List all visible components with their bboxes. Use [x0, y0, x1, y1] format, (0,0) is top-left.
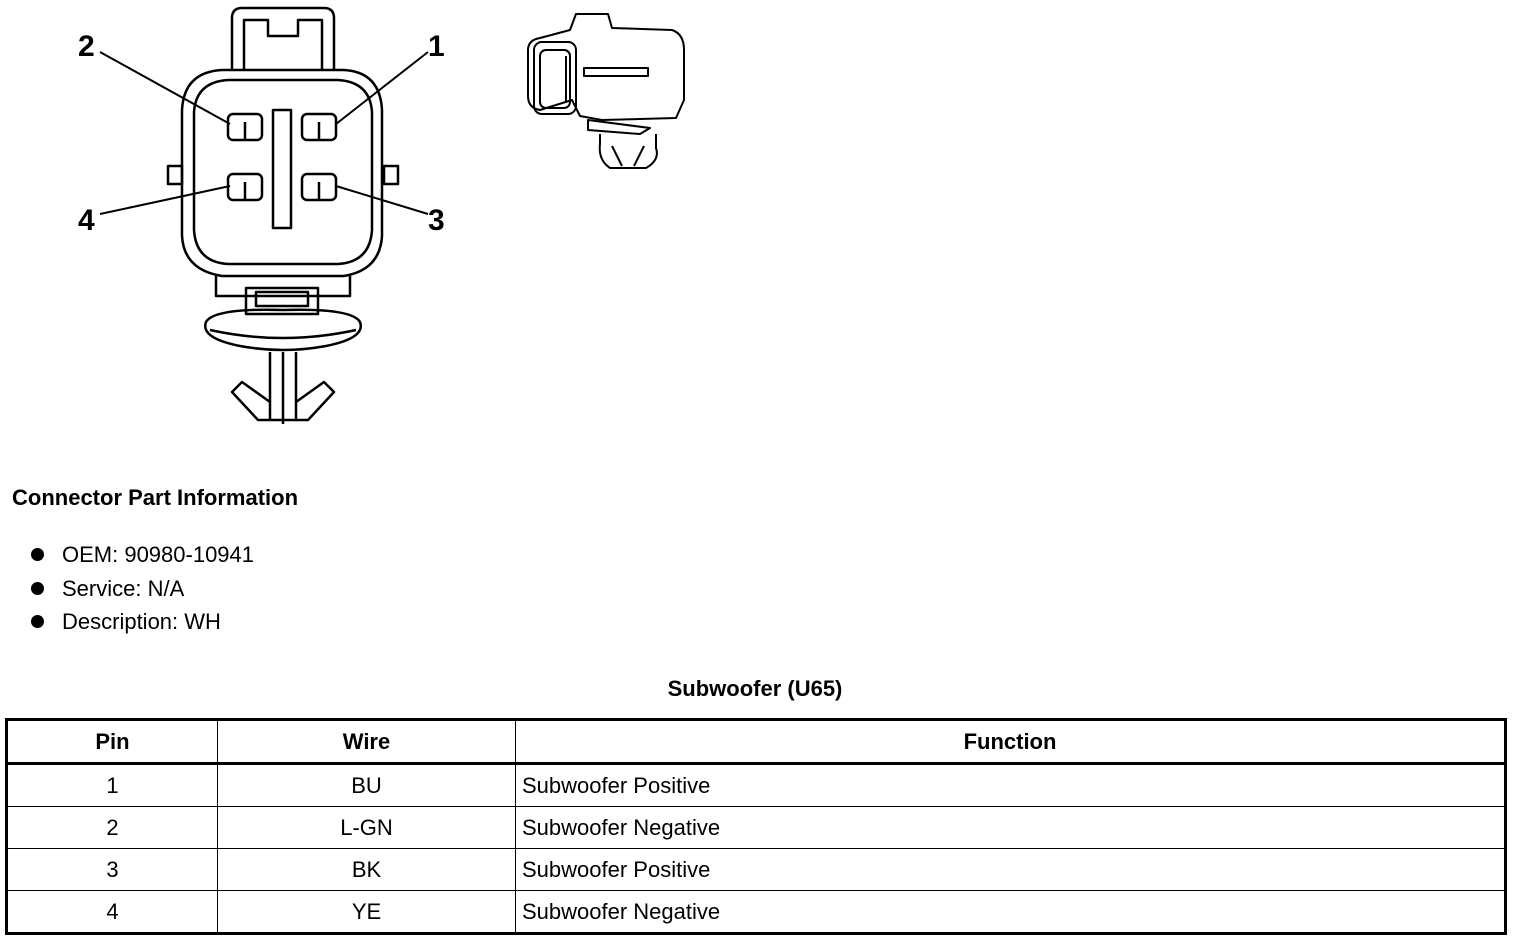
cell-function: Subwoofer Negative	[515, 806, 1506, 849]
table-header-row: Pin Wire Function	[6, 719, 1506, 765]
connector-info-list: OEM: 90980-10941 Service: N/A Descriptio…	[28, 538, 254, 639]
table-row: 4 YE Subwoofer Negative	[6, 890, 1506, 934]
service-text: Service: N/A	[62, 575, 185, 601]
connector-side-view	[527, 13, 685, 169]
callout-pin-4: 4	[78, 204, 95, 237]
pinout-table: Pin Wire Function 1 BU Subwoofer Positiv…	[5, 718, 1507, 935]
cell-wire: BU	[217, 763, 516, 807]
mounting-clip	[203, 308, 363, 352]
callout-pin-2: 2	[78, 30, 95, 63]
table-row: 2 L-GN Subwoofer Negative	[6, 806, 1506, 849]
terminal-1	[300, 112, 338, 142]
connector-face	[192, 78, 374, 266]
cell-function: Subwoofer Negative	[515, 890, 1506, 934]
cell-pin: 2	[6, 806, 218, 849]
cell-wire: L-GN	[217, 806, 516, 849]
list-item: Description: WH	[28, 605, 254, 639]
bullet-icon	[31, 615, 44, 628]
header-function: Function	[515, 719, 1506, 765]
cell-wire: BK	[217, 848, 516, 891]
bullet-icon	[31, 581, 44, 595]
callout-pin-1: 1	[428, 30, 445, 63]
list-item: OEM: 90980-10941	[28, 538, 254, 572]
header-pin: Pin	[6, 719, 218, 765]
callout-pin-3: 3	[428, 204, 445, 237]
center-key	[271, 108, 293, 230]
oem-text: OEM: 90980-10941	[62, 542, 255, 567]
cell-pin: 1	[6, 763, 218, 807]
cell-wire: YE	[217, 890, 516, 934]
terminal-2	[226, 112, 264, 142]
cell-function: Subwoofer Positive	[515, 763, 1506, 807]
table-row: 3 BK Subwoofer Positive	[6, 848, 1506, 891]
cell-pin: 3	[6, 848, 218, 891]
bullet-icon	[31, 548, 44, 561]
table-row: 1 BU Subwoofer Positive	[6, 763, 1506, 807]
header-wire: Wire	[217, 719, 516, 765]
description-text: Description: WH	[62, 609, 221, 634]
terminal-4	[226, 172, 264, 202]
terminal-3	[300, 172, 338, 202]
table-title: Subwoofer (U65)	[667, 676, 843, 701]
connector-housing-outer	[180, 68, 384, 278]
connector-diagram: 1 2 3 4	[78, 6, 685, 424]
connector-part-info-title: Connector Part Information	[12, 485, 299, 510]
list-item: Service: N/A	[28, 572, 254, 606]
connector-latch	[230, 6, 336, 70]
cell-function: Subwoofer Positive	[515, 848, 1506, 891]
cell-pin: 4	[6, 890, 218, 934]
